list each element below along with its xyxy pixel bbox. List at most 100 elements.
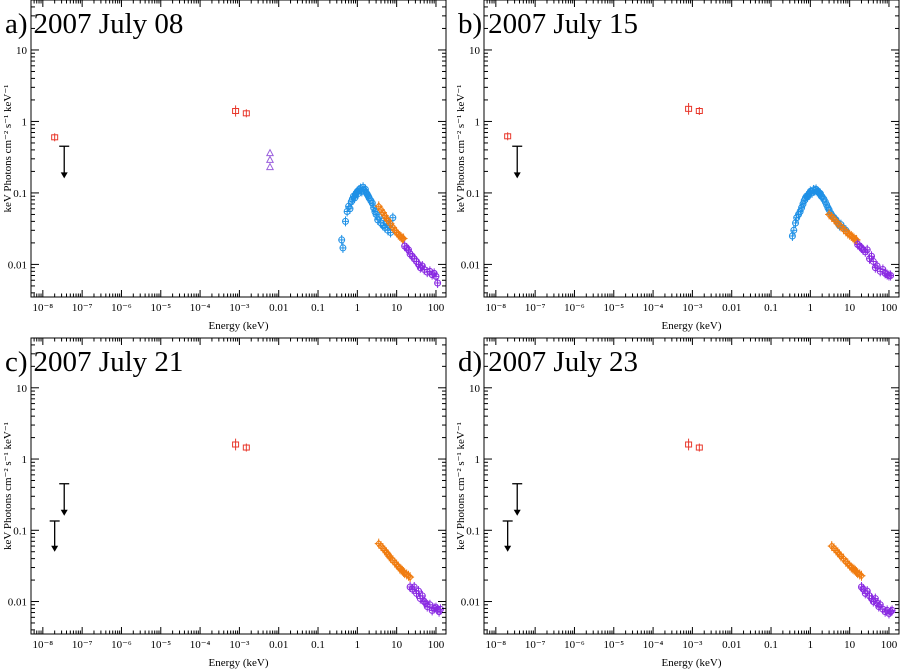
upper-limit-arrowhead xyxy=(51,545,59,552)
y-tick-label: 0.01 xyxy=(461,259,480,271)
x-tick-label: 10⁻⁶ xyxy=(111,639,132,651)
xray-point xyxy=(887,271,895,279)
y-tick-label: 0.01 xyxy=(8,597,27,609)
x-tick-label: 0.1 xyxy=(764,639,778,651)
x-tick-label: 1 xyxy=(808,639,814,651)
xray-point xyxy=(434,279,442,287)
x-tick-label: 100 xyxy=(881,302,898,314)
xray-point xyxy=(389,214,397,222)
xray-point xyxy=(857,583,865,591)
x-tick-label: 10⁻⁷ xyxy=(72,302,93,314)
y-tick-label: 0.1 xyxy=(466,188,480,200)
x-tick-label: 10⁻⁴ xyxy=(643,639,664,651)
xray-point xyxy=(861,248,869,256)
x-tick-label: 0.01 xyxy=(722,302,741,314)
x-tick-label: 10 xyxy=(391,302,403,314)
upper-limit-arrowhead xyxy=(60,172,68,179)
radio-point xyxy=(242,110,250,117)
xray-point xyxy=(339,244,347,252)
radio-point xyxy=(695,444,703,451)
xray-point xyxy=(406,250,414,258)
panel-c-xlabel: Energy (keV) xyxy=(209,657,269,669)
y-tick-label: 1 xyxy=(475,116,481,128)
x-tick-label: 100 xyxy=(428,639,445,651)
x-tick-label: 10 xyxy=(391,639,403,651)
x-tick-label: 10⁻⁷ xyxy=(72,639,93,651)
xray-point xyxy=(410,583,418,591)
panel-b-xlabel: Energy (keV) xyxy=(662,320,722,332)
panel-d-date: 2007 July 23 xyxy=(488,346,638,378)
panel-a-marks xyxy=(51,105,442,288)
y-tick-label: 1 xyxy=(22,116,28,128)
panel-a-ylabel: keV Photons cm⁻² s⁻¹ keV⁻¹ xyxy=(2,85,14,213)
panel-d-title: d)2007 July 23 xyxy=(458,346,638,378)
panel-c-title: c)2007 July 21 xyxy=(5,346,183,378)
panel-b-title: b)2007 July 15 xyxy=(458,8,638,40)
y-tick-label: 1 xyxy=(475,454,481,466)
panel-a-frame xyxy=(30,0,447,298)
x-tick-label: 10⁻⁸ xyxy=(33,639,54,651)
x-tick-label: 0.1 xyxy=(764,302,778,314)
xray-point xyxy=(863,246,871,254)
xray-point xyxy=(346,205,354,213)
radio-point xyxy=(504,133,512,140)
xray-point xyxy=(871,264,879,272)
y-tick-label: 10 xyxy=(469,383,481,395)
xray-point xyxy=(436,605,444,613)
panel-c-marks xyxy=(49,438,444,617)
xray-point xyxy=(420,598,428,606)
x-tick-label: 0.1 xyxy=(311,639,325,651)
panel-a-xlabel: Energy (keV) xyxy=(209,320,269,332)
xray-point xyxy=(796,207,804,215)
x-tick-label: 0.01 xyxy=(269,639,288,651)
xray-point xyxy=(404,246,412,254)
x-tick-label: 10⁻³ xyxy=(229,302,250,314)
xray-point xyxy=(342,217,350,225)
x-tick-label: 1 xyxy=(355,639,361,651)
panel-a-date: 2007 July 08 xyxy=(34,8,184,40)
x-tick-label: 0.01 xyxy=(269,302,288,314)
y-tick-label: 1 xyxy=(22,454,28,466)
xray-point xyxy=(887,608,895,616)
upper-limit-arrowhead xyxy=(60,509,68,516)
x-tick-label: 1 xyxy=(808,302,814,314)
x-tick-label: 10⁻³ xyxy=(682,639,703,651)
xray-point xyxy=(873,262,881,270)
panel-b-frame xyxy=(483,0,900,298)
panel-c-frame xyxy=(30,337,447,635)
y-tick-label: 0.1 xyxy=(466,525,480,537)
xray-point xyxy=(432,272,440,280)
x-tick-label: 10⁻⁸ xyxy=(486,302,507,314)
panel-c-date: 2007 July 21 xyxy=(34,346,184,378)
panel-a-title: a)2007 July 08 xyxy=(5,8,183,40)
uv-point xyxy=(265,148,275,157)
xray-point xyxy=(416,264,424,272)
xray-point xyxy=(798,204,806,212)
panel-d-xlabel: Energy (keV) xyxy=(662,657,722,669)
x-tick-label: 10⁻⁵ xyxy=(603,302,624,314)
panel-b-date: 2007 July 15 xyxy=(488,8,638,40)
y-tick-label: 0.1 xyxy=(13,525,27,537)
xray-point xyxy=(859,585,867,593)
uv-point xyxy=(265,155,275,163)
panel-d-marks xyxy=(502,438,896,619)
panel-d-frame xyxy=(483,337,900,635)
radio-point xyxy=(685,105,693,112)
xray-point xyxy=(415,587,423,595)
y-tick-label: 10 xyxy=(469,45,481,57)
xray-point xyxy=(888,606,896,614)
xray-point xyxy=(403,244,411,252)
upper-limit-arrowhead xyxy=(504,545,512,552)
xray-point xyxy=(401,242,409,250)
xray-point xyxy=(869,257,877,265)
x-tick-label: 10 xyxy=(844,639,856,651)
panel-c-letter: c) xyxy=(5,346,28,378)
x-tick-label: 10⁻⁷ xyxy=(525,302,546,314)
upper-limit-arrowhead xyxy=(513,509,521,516)
x-tick-label: 10⁻⁶ xyxy=(564,639,585,651)
